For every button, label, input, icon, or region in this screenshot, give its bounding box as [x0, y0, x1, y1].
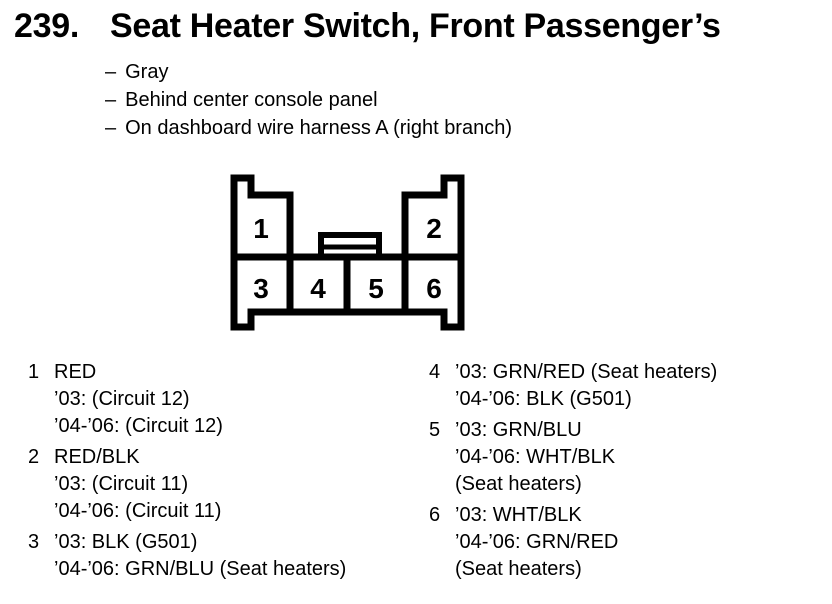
connector-pin-1-label: 1	[253, 213, 269, 244]
wire-color: ’03: WHT/BLK	[455, 504, 582, 526]
wire-detail: ’04-’06: GRN/BLU (Seat heaters)	[54, 558, 347, 580]
pin-list-left: 1 RED ’03: (Circuit 12) ’04-’06: (Circui…	[28, 359, 346, 587]
section-title-text: Seat Heater Switch, Front Passenger’s	[110, 7, 721, 45]
section-number: 239.	[14, 7, 79, 45]
pin-entry-1: 1 RED ’03: (Circuit 12) ’04-’06: (Circui…	[28, 359, 346, 440]
connector-pin-3-label: 3	[253, 273, 269, 304]
wire-detail: ’03: (Circuit 12)	[54, 388, 190, 410]
wire-detail: ’04-’06: (Circuit 12)	[54, 415, 223, 437]
pin-entry-3: 3 ’03: BLK (G501) ’04-’06: GRN/BLU (Seat…	[28, 529, 346, 583]
note-text: Gray	[125, 61, 169, 83]
note-item: – Gray	[105, 58, 512, 86]
pin-number: 1	[28, 361, 40, 383]
wire-color: ’03: BLK (G501)	[54, 531, 198, 553]
dash-bullet: –	[105, 117, 117, 139]
wire-detail: ’04-’06: (Circuit 11)	[54, 500, 222, 522]
notes-list: – Gray – Behind center console panel – O…	[105, 58, 512, 142]
pin-number: 2	[28, 446, 40, 468]
pin-list-right: 4 ’03: GRN/RED (Seat heaters) ’04-’06: B…	[429, 359, 717, 587]
dash-bullet: –	[105, 89, 117, 111]
pin-entry-6: 6 ’03: WHT/BLK ’04-’06: GRN/RED (Seat he…	[429, 502, 717, 583]
note-text: Behind center console panel	[125, 89, 378, 111]
note-item: – Behind center console panel	[105, 86, 512, 114]
wire-color: ’03: GRN/RED (Seat heaters)	[455, 361, 718, 383]
connector-pin-2-label: 2	[426, 213, 442, 244]
wire-detail: ’04-’06: GRN/RED	[455, 531, 619, 553]
page-title: 239. Seat Heater Switch, Front Passenger…	[14, 7, 721, 46]
dash-bullet: –	[105, 61, 117, 83]
connector-diagram: 1 2 3 4 5 6	[230, 174, 465, 331]
wire-color: RED/BLK	[54, 446, 140, 468]
pin-entry-4: 4 ’03: GRN/RED (Seat heaters) ’04-’06: B…	[429, 359, 717, 413]
pin-number: 3	[28, 531, 40, 553]
pin-number: 4	[429, 361, 441, 383]
connector-pin-6-label: 6	[426, 273, 442, 304]
wire-detail: ’04-’06: BLK (G501)	[455, 388, 632, 410]
wire-detail: ’04-’06: WHT/BLK	[455, 446, 616, 468]
note-text: On dashboard wire harness A (right branc…	[125, 117, 512, 139]
wire-detail: ’03: (Circuit 11)	[54, 473, 189, 495]
note-item: – On dashboard wire harness A (right bra…	[105, 114, 512, 142]
wire-detail: (Seat heaters)	[455, 558, 582, 580]
pin-entry-2: 2 RED/BLK ’03: (Circuit 11) ’04-’06: (Ci…	[28, 444, 346, 525]
pin-entry-5: 5 ’03: GRN/BLU ’04-’06: WHT/BLK (Seat he…	[429, 417, 717, 498]
connector-pin-4-label: 4	[310, 273, 326, 304]
pin-number: 6	[429, 504, 441, 526]
connector-pin-5-label: 5	[368, 273, 384, 304]
wire-detail: (Seat heaters)	[455, 473, 582, 495]
pin-number: 5	[429, 419, 441, 441]
wire-color: ’03: GRN/BLU	[455, 419, 582, 441]
wire-color: RED	[54, 361, 97, 383]
